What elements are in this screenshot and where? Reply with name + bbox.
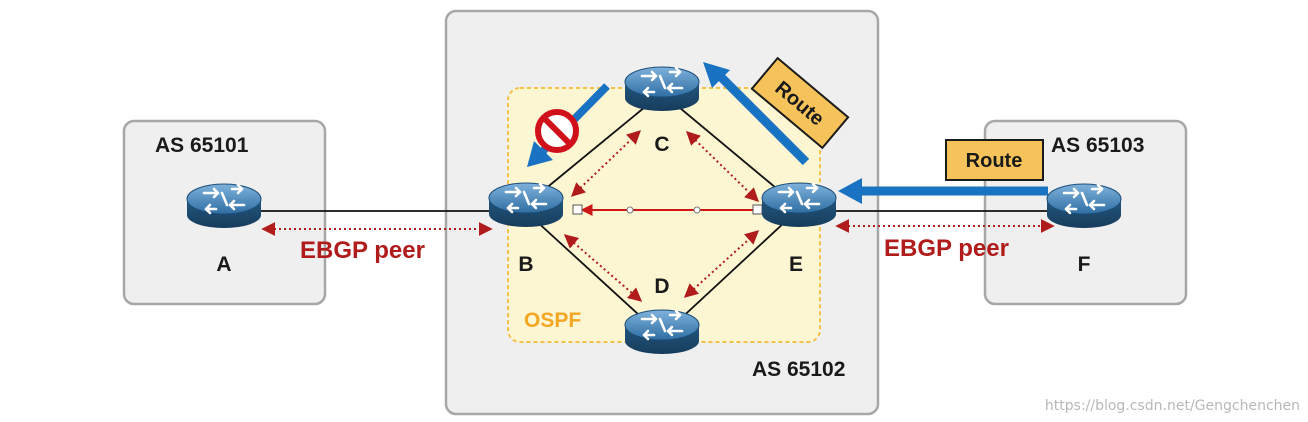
ebgp-peer-label-right: EBGP peer (884, 235, 1009, 262)
as-65103-label: AS 65103 (1051, 134, 1144, 157)
ibgp-route-path-e-b (572, 204, 763, 216)
router-f-icon (1045, 182, 1123, 230)
blocked-icon (535, 109, 579, 153)
watermark: https://blog.csdn.net/Gengchenchen (1045, 398, 1300, 414)
ebgp-peer-label-left: EBGP peer (300, 237, 425, 264)
router-c-icon (623, 65, 701, 113)
router-f-label: F (1078, 253, 1091, 276)
ibgp-peer-links (563, 130, 760, 302)
route-arrow-e-to-c (703, 62, 810, 166)
router-b-label: B (518, 253, 533, 276)
route-tag-from-f-label: Route (966, 150, 1023, 172)
as-65101-label: AS 65101 (155, 134, 249, 157)
router-e-label: E (789, 253, 803, 276)
router-d-label: D (654, 275, 669, 298)
router-c-label: C (654, 133, 669, 156)
router-b-icon (487, 181, 565, 229)
route-tag-from-f: Route (945, 139, 1044, 181)
router-a-label: A (216, 253, 231, 276)
as-65102-label: AS 65102 (752, 358, 845, 381)
router-d-icon (623, 308, 701, 356)
ospf-label: OSPF (524, 309, 581, 332)
router-e-icon (760, 181, 838, 229)
router-a-icon (185, 182, 263, 230)
route-arrow-f-to-e (838, 178, 1048, 204)
